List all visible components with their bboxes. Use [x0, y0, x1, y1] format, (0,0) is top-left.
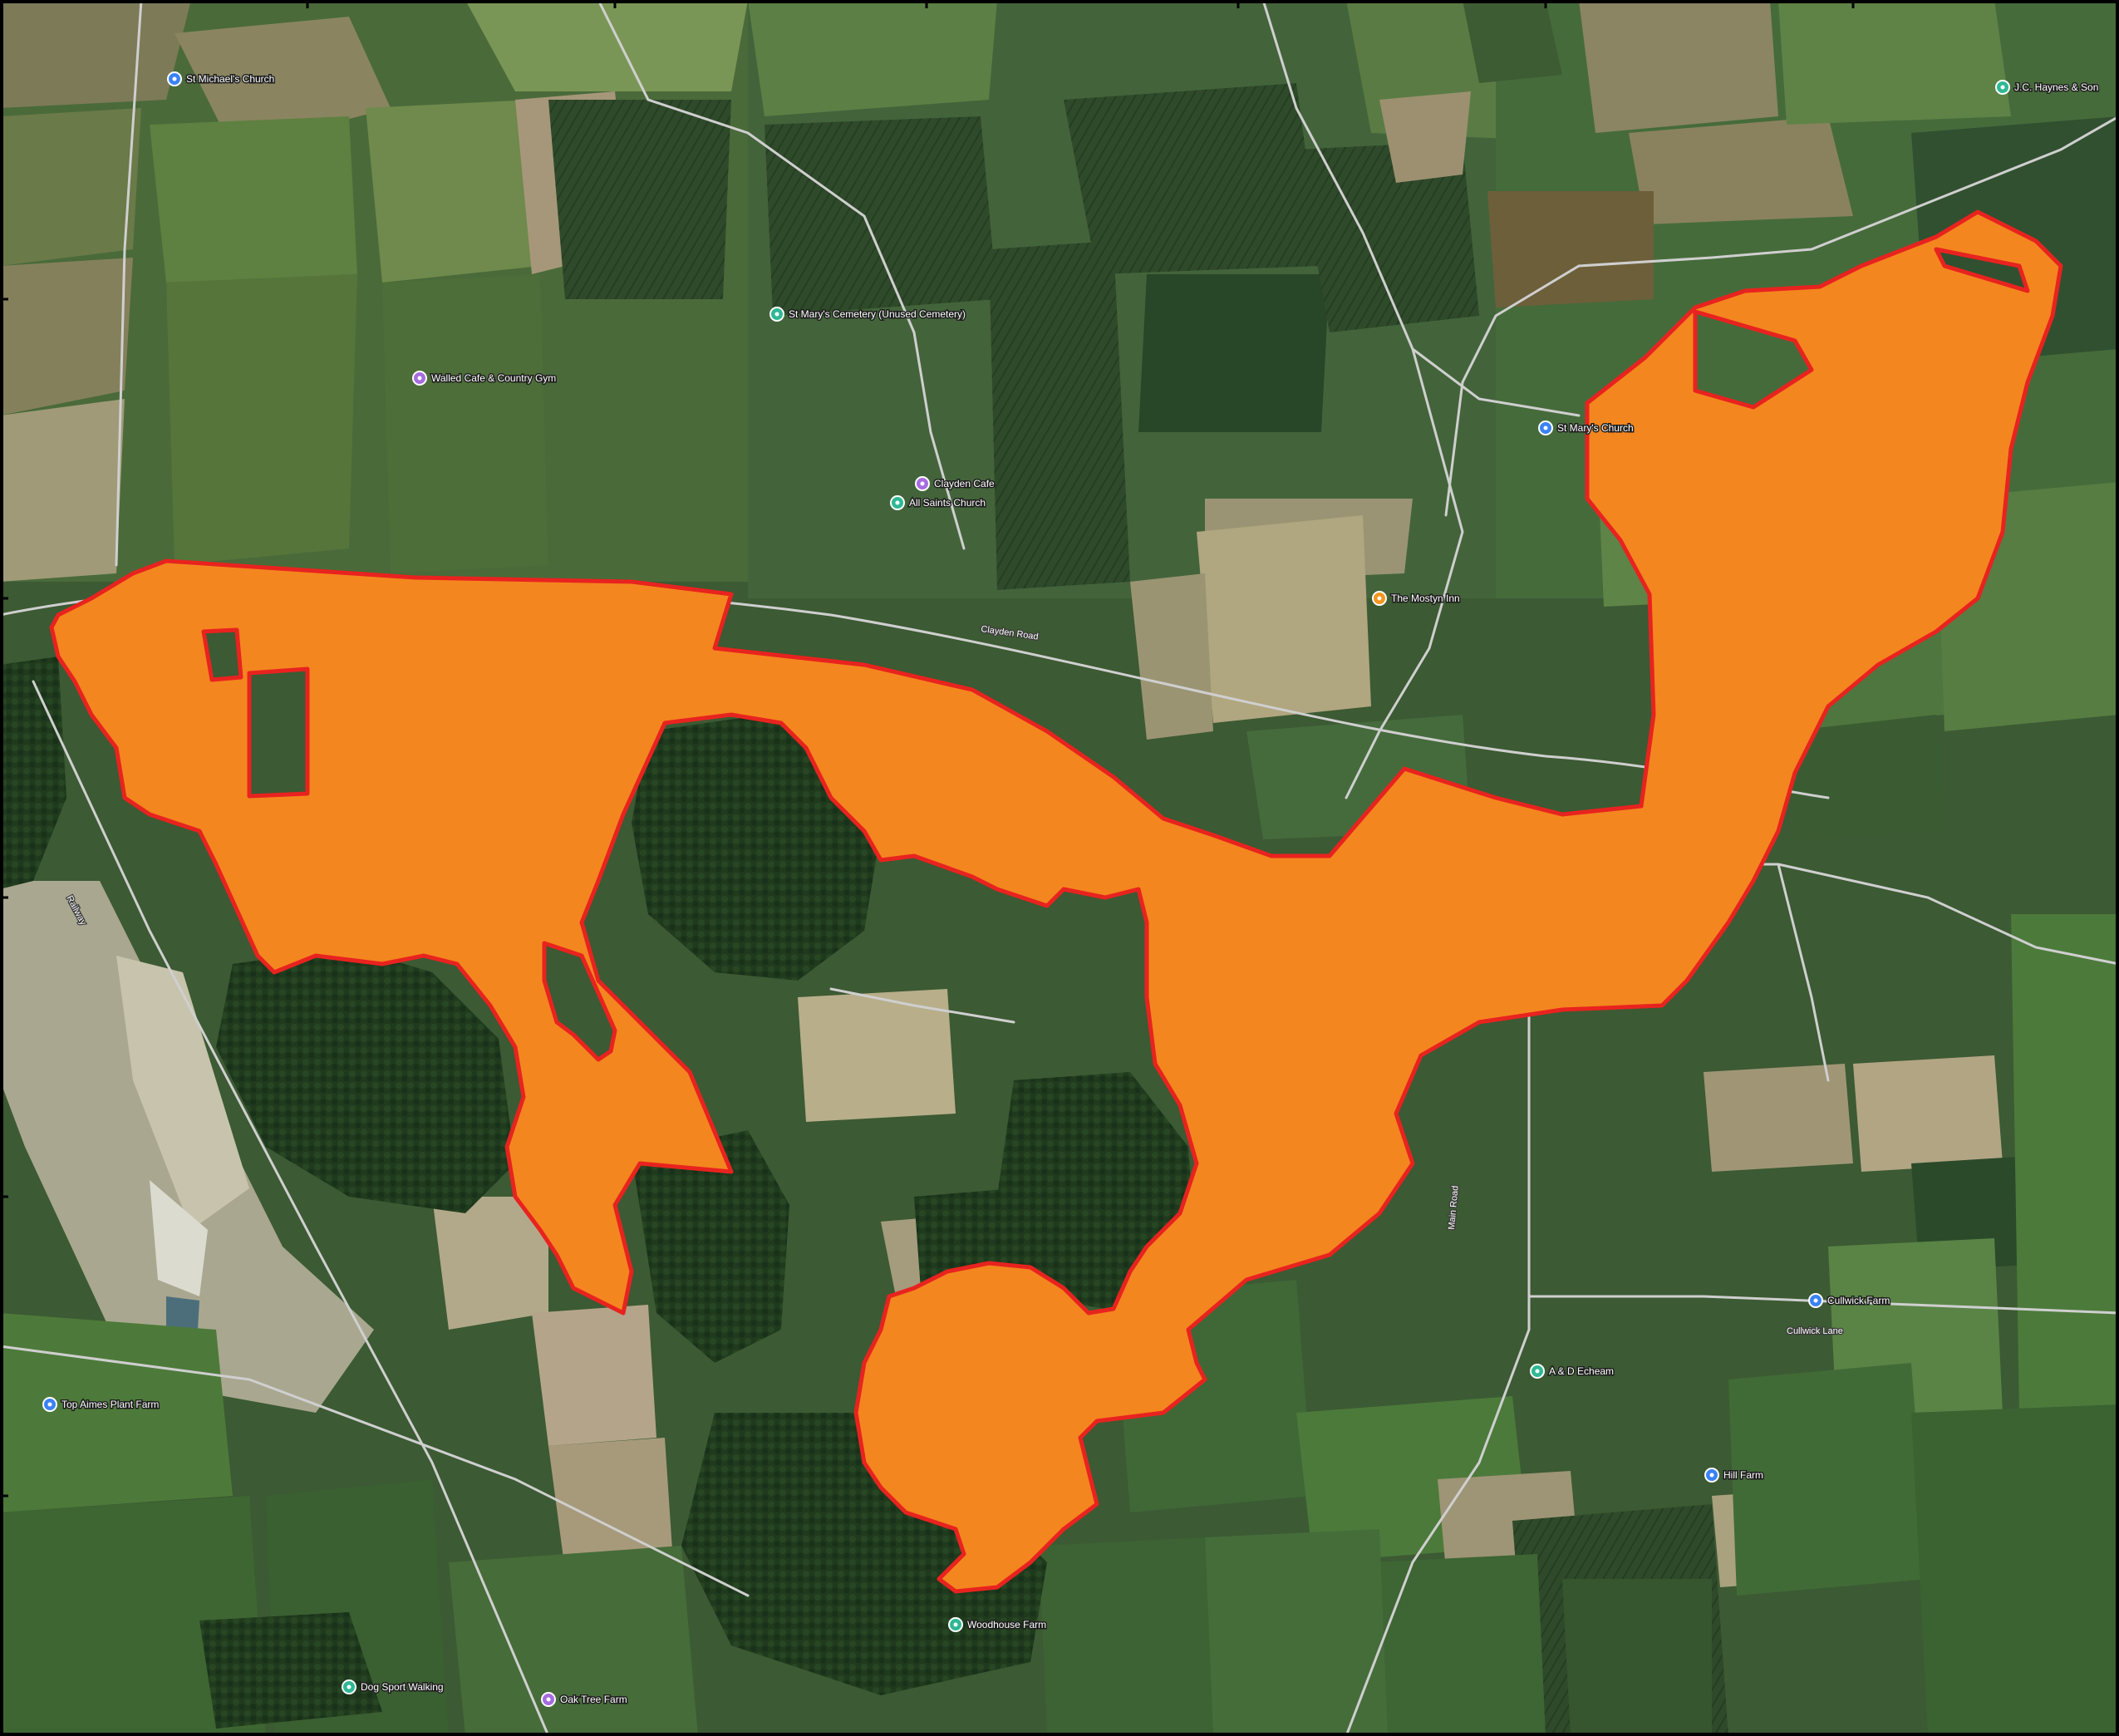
poi-label: Woodhouse Farm	[967, 1619, 1046, 1630]
poi-marker[interactable]: Cullwick Farm	[1808, 1293, 1891, 1308]
poi-dot	[774, 312, 779, 317]
poi-dot	[2000, 85, 2005, 90]
poi-marker[interactable]: St Mary's Church	[1538, 420, 1635, 435]
poi-dot	[953, 1622, 958, 1627]
poi-label: Dog Sport Walking	[361, 1681, 444, 1693]
poi-label: A & D Echeam	[1549, 1365, 1614, 1377]
poi-marker[interactable]: Hill Farm	[1704, 1468, 1765, 1483]
poi-label: Hill Farm	[1723, 1469, 1763, 1481]
poi-marker[interactable]: J.C. Haynes & Son	[1995, 80, 2100, 95]
poi-label: All Saints Church	[909, 497, 986, 509]
site-boundary-area[interactable]	[49, 209, 2063, 1594]
site-boundary[interactable]	[49, 209, 2063, 1594]
poi-label: Top Aimes Plant Farm	[61, 1399, 159, 1410]
poi-label: Oak Tree Farm	[560, 1694, 627, 1705]
poi-marker[interactable]: Clayden Cafe	[915, 476, 996, 491]
map-border-ticks	[0, 0, 1855, 1497]
poi-marker[interactable]: St Mary's Cemetery (Unused Cemetery)	[769, 307, 967, 322]
poi-label: St Mary's Church	[1557, 422, 1634, 434]
poi-marker[interactable]: All Saints Church	[890, 495, 987, 510]
poi-marker[interactable]: Oak Tree Farm	[541, 1692, 628, 1707]
poi-dot	[172, 76, 177, 81]
poi-dot	[1543, 425, 1548, 430]
poi-marker[interactable]: A & D Echeam	[1530, 1364, 1615, 1379]
map-pois: St Michael's Church St Mary's Cemetery (U…	[42, 71, 2100, 1707]
poi-label: Clayden Cafe	[934, 478, 995, 489]
poi-dot	[546, 1697, 551, 1702]
poi-marker[interactable]: The Mostyn Inn	[1372, 591, 1461, 606]
poi-label: The Mostyn Inn	[1391, 593, 1460, 604]
poi-dot	[920, 481, 925, 486]
poi-label: Walled Cafe & Country Gym	[431, 372, 556, 384]
poi-dot	[47, 1402, 52, 1407]
poi-marker[interactable]: St Michael's Church	[167, 71, 276, 86]
poi-dot	[347, 1684, 352, 1689]
poi-dot	[1709, 1473, 1714, 1478]
poi-label: J.C. Haynes & Son	[2014, 81, 2098, 93]
poi-marker[interactable]: Top Aimes Plant Farm	[42, 1397, 160, 1412]
poi-marker[interactable]: Walled Cafe & Country Gym	[412, 371, 558, 386]
poi-dot	[417, 376, 422, 381]
poi-dot	[1813, 1298, 1818, 1303]
svg-text:Cullwick Lane: Cullwick Lane	[1787, 1326, 1843, 1336]
poi-label: St Michael's Church	[186, 73, 274, 85]
svg-text:Main Road: Main Road	[1447, 1185, 1461, 1230]
poi-dot	[1535, 1369, 1540, 1374]
poi-dot	[895, 500, 900, 505]
poi-label: Cullwick Farm	[1827, 1295, 1890, 1306]
poi-dot	[1377, 596, 1382, 601]
poi-marker[interactable]: Dog Sport Walking	[342, 1679, 445, 1694]
poi-marker[interactable]: Woodhouse Farm	[948, 1617, 1048, 1632]
poi-label: St Mary's Cemetery (Unused Cemetery)	[789, 308, 966, 320]
